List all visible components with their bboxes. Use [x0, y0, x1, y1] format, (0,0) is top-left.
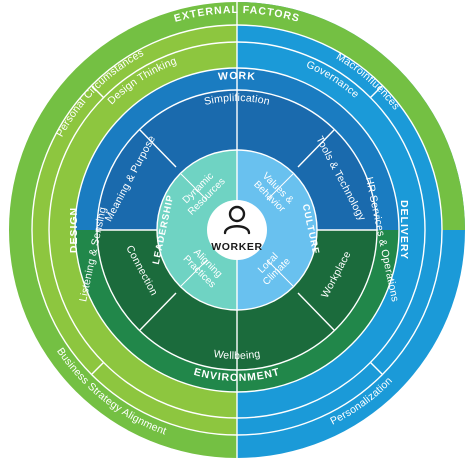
design-label: DESIGN	[68, 207, 80, 253]
delivery-label: DELIVERY	[398, 200, 410, 260]
core-culture	[237, 150, 317, 310]
simplification-label: Simplification	[203, 92, 271, 108]
worker-center: WORKER	[207, 200, 267, 260]
worker-label: WORKER	[211, 241, 262, 253]
core-leadership	[157, 150, 237, 310]
divider-lines	[31, 2, 443, 458]
wellbeing-label: Wellbeing	[213, 348, 261, 362]
environment-label: ENVIRONMENT	[192, 366, 281, 384]
work-label: WORK	[218, 70, 257, 83]
worker-circle	[207, 200, 267, 260]
core-dividers	[180, 173, 294, 287]
person-icon	[223, 205, 251, 235]
core	[157, 150, 317, 310]
